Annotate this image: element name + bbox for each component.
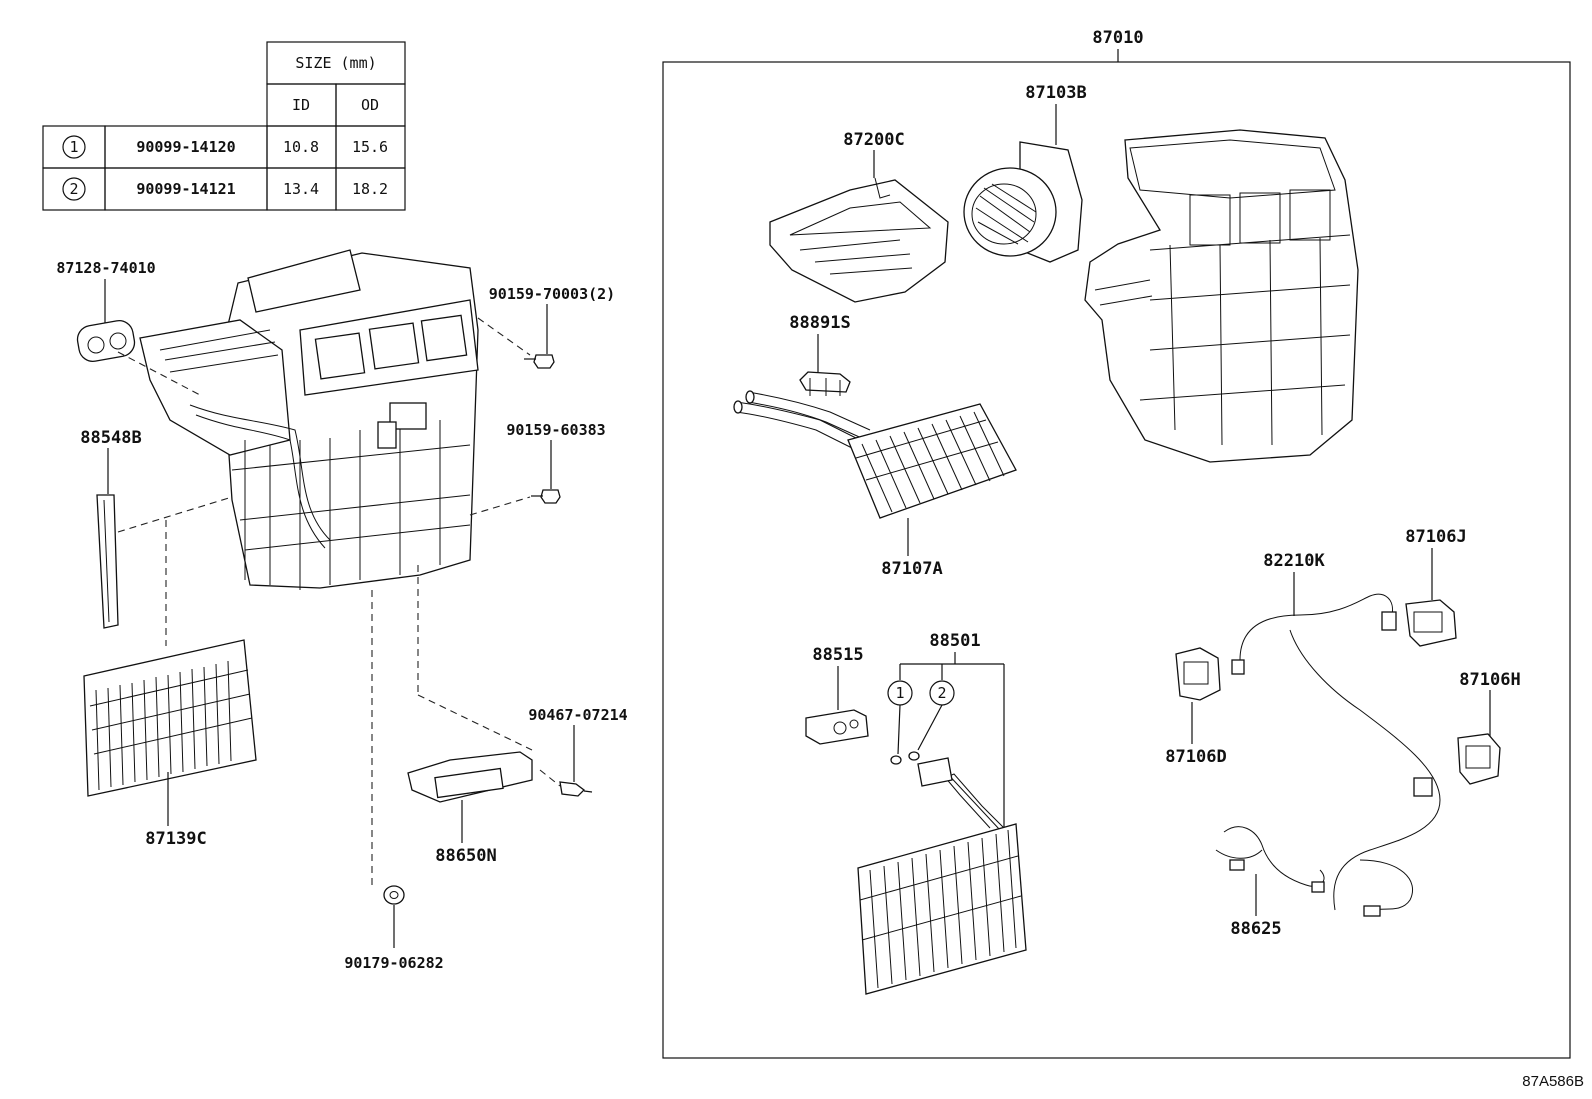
label-90159-60383: 90159-60383 [506, 421, 605, 439]
label-87139c: 87139C [145, 829, 206, 849]
heater-case-assembly [1084, 129, 1359, 463]
row1-id: 10.8 [283, 138, 319, 156]
row2-part: 90099-14121 [136, 180, 235, 198]
ecu-88650n: 88650N [407, 565, 533, 866]
heater-core-87107a: 87107A [733, 390, 1017, 579]
servo-87106d: 87106D [1165, 647, 1227, 767]
label-90467-07214: 90467-07214 [528, 706, 627, 724]
label-87103b: 87103B [1025, 83, 1086, 103]
label-82210k: 82210K [1263, 551, 1325, 571]
label-88501: 88501 [929, 631, 980, 651]
label-87010: 87010 [1092, 28, 1143, 48]
row1-part: 90099-14120 [136, 138, 235, 156]
label-88515: 88515 [812, 645, 863, 665]
label-88891s: 88891S [789, 313, 850, 333]
ring-marker-2: 2 [937, 684, 946, 702]
sub-harness-88625: 88625 [1215, 826, 1325, 939]
label-87106j: 87106J [1405, 527, 1466, 547]
size-table: SIZE (mm) ID OD 1 90099-14120 10.8 15.6 … [42, 41, 406, 211]
label-88650n: 88650N [435, 846, 496, 866]
size-header: SIZE (mm) [295, 54, 376, 72]
row1-od: 15.6 [352, 138, 388, 156]
row2-od: 18.2 [352, 180, 388, 198]
ring-marker-1: 1 [895, 684, 904, 702]
assembly-frame-87010: 87010 [662, 28, 1571, 1059]
screw-90159-70003: 90159-70003(2) [477, 285, 615, 369]
label-88548b: 88548B [80, 428, 141, 448]
seal-88548b: 88548B [80, 428, 233, 629]
col-id-header: ID [292, 96, 310, 114]
label-90179-06282: 90179-06282 [344, 954, 443, 972]
expansion-valve-88515: 88515 [805, 645, 869, 745]
row2-id: 13.4 [283, 180, 319, 198]
screw-90159-60383: 90159-60383 [469, 421, 606, 516]
servo-87106h: 87106H [1457, 670, 1521, 785]
grommet-87128: 87128-74010 [56, 259, 201, 396]
evaporator-88501: 88501 1 2 [857, 631, 1027, 995]
label-87128-74010: 87128-74010 [56, 259, 155, 277]
servo-87106j: 87106J [1405, 527, 1467, 647]
label-90159-70003: 90159-70003(2) [489, 285, 615, 303]
label-87200c: 87200C [843, 130, 904, 150]
wire-harness-82210k: 82210K [1231, 551, 1441, 917]
nut-90179-06282: 90179-06282 [344, 590, 444, 972]
row2-mark: 2 [69, 180, 78, 198]
label-87106h: 87106H [1459, 670, 1520, 690]
filter-87139c: 87139C [83, 520, 257, 849]
col-od-header: OD [361, 96, 379, 114]
label-88625: 88625 [1230, 919, 1281, 939]
row1-mark: 1 [69, 138, 78, 156]
clip-90467-07214: 90467-07214 [528, 706, 628, 797]
label-87107a: 87107A [881, 559, 942, 579]
blower-case-87200c: 87200C [769, 130, 949, 303]
heater-unit-drawing [139, 249, 479, 590]
bracket-88891s: 88891S [789, 313, 851, 396]
blower-motor-87103b: 87103B [963, 83, 1087, 263]
figure-id: 87A586B [1522, 1073, 1584, 1090]
label-87106d: 87106D [1165, 747, 1226, 767]
